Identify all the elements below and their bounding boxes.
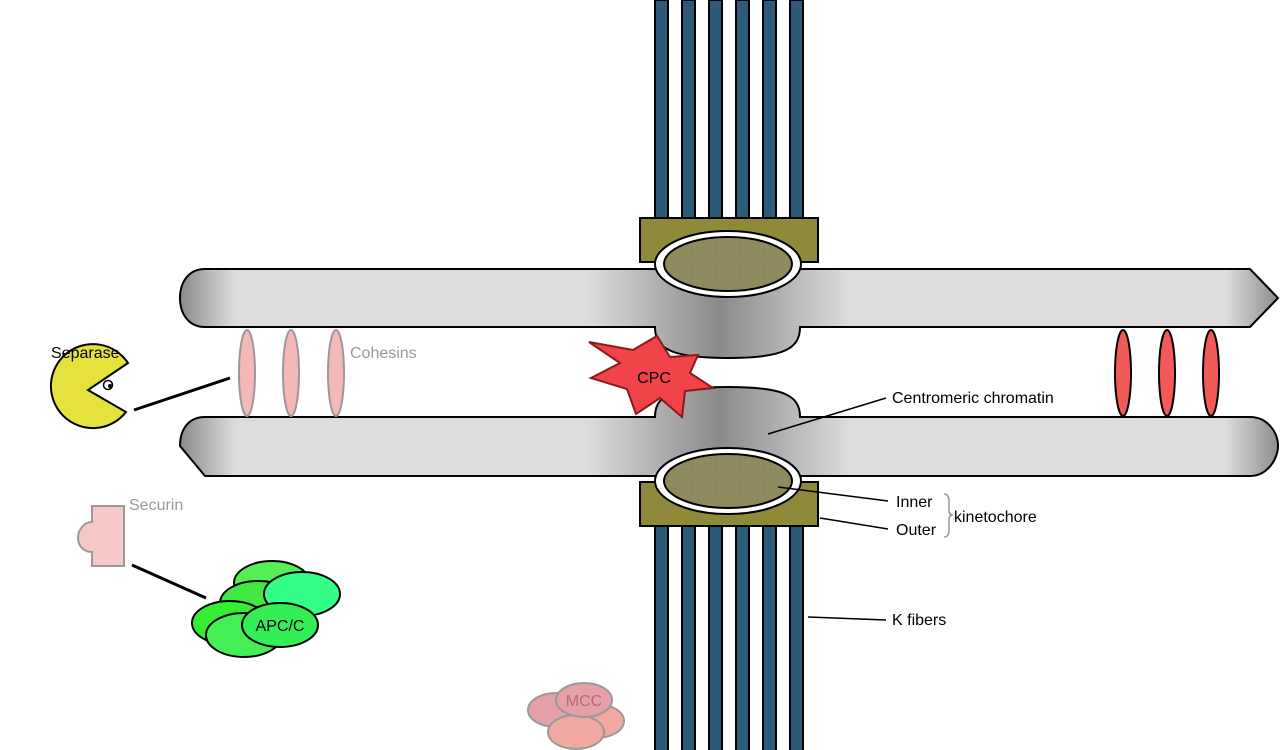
- mcc-subunit: [547, 714, 605, 750]
- centromeric-chromatin-pointer: [767, 397, 887, 435]
- separase-pointer: [133, 376, 231, 412]
- k-fiber: [708, 521, 723, 750]
- kinetochore-label: kinetochore: [954, 509, 1037, 526]
- k-fiber: [762, 521, 777, 750]
- cohesin-ring: [1202, 329, 1220, 417]
- inner-label: Inner: [896, 494, 933, 511]
- mcc-subunit: [555, 682, 613, 718]
- outer-label: Outer: [896, 522, 937, 539]
- separase-label: Separase: [51, 345, 120, 362]
- cohesins-active: [1114, 329, 1220, 417]
- separase-pupil: [108, 384, 112, 388]
- k-fiber: [681, 521, 696, 750]
- centromeric-chromatin-label: Centromeric chromatin: [892, 390, 1054, 407]
- k-fiber: [654, 0, 669, 226]
- separase-shape: [49, 343, 130, 430]
- apc-c-label: APC/C: [256, 618, 305, 635]
- k-fibers-pointer: [807, 616, 887, 621]
- k-fiber: [735, 521, 750, 750]
- cpc-star: [588, 334, 716, 419]
- kinetochore-brace: [943, 493, 954, 538]
- inner-kinetochore-top: [663, 236, 793, 292]
- top-k-fibers: [654, 0, 804, 226]
- inner-kinetochore-bottom: [663, 453, 793, 509]
- apc-c-subunit: [241, 602, 319, 648]
- k-fiber: [735, 0, 750, 226]
- cohesin-ring: [327, 329, 345, 417]
- cohesin-ring: [238, 329, 256, 417]
- cohesin-ring: [1114, 329, 1132, 417]
- k-fibers-label: K fibers: [892, 612, 946, 629]
- mcc-complex: [527, 682, 625, 750]
- apc-c-complex: [191, 560, 341, 658]
- cohesins-faded: [238, 329, 345, 417]
- k-fiber: [789, 0, 804, 226]
- securin-label: Securin: [129, 497, 183, 514]
- outer-pointer: [819, 517, 889, 530]
- k-fiber: [789, 521, 804, 750]
- bottom-k-fibers: [654, 521, 804, 750]
- securin-pointer: [131, 563, 207, 600]
- inner-pointer: [777, 486, 889, 502]
- k-fiber: [681, 0, 696, 226]
- k-fiber: [708, 0, 723, 226]
- k-fiber: [654, 521, 669, 750]
- cohesins-label: Cohesins: [350, 345, 417, 362]
- cpc-label: CPC: [637, 370, 671, 387]
- cohesin-ring: [1158, 329, 1176, 417]
- securin-shape: [76, 505, 125, 567]
- mcc-label: MCC: [566, 693, 602, 710]
- cohesin-ring: [282, 329, 300, 417]
- k-fiber: [762, 0, 777, 226]
